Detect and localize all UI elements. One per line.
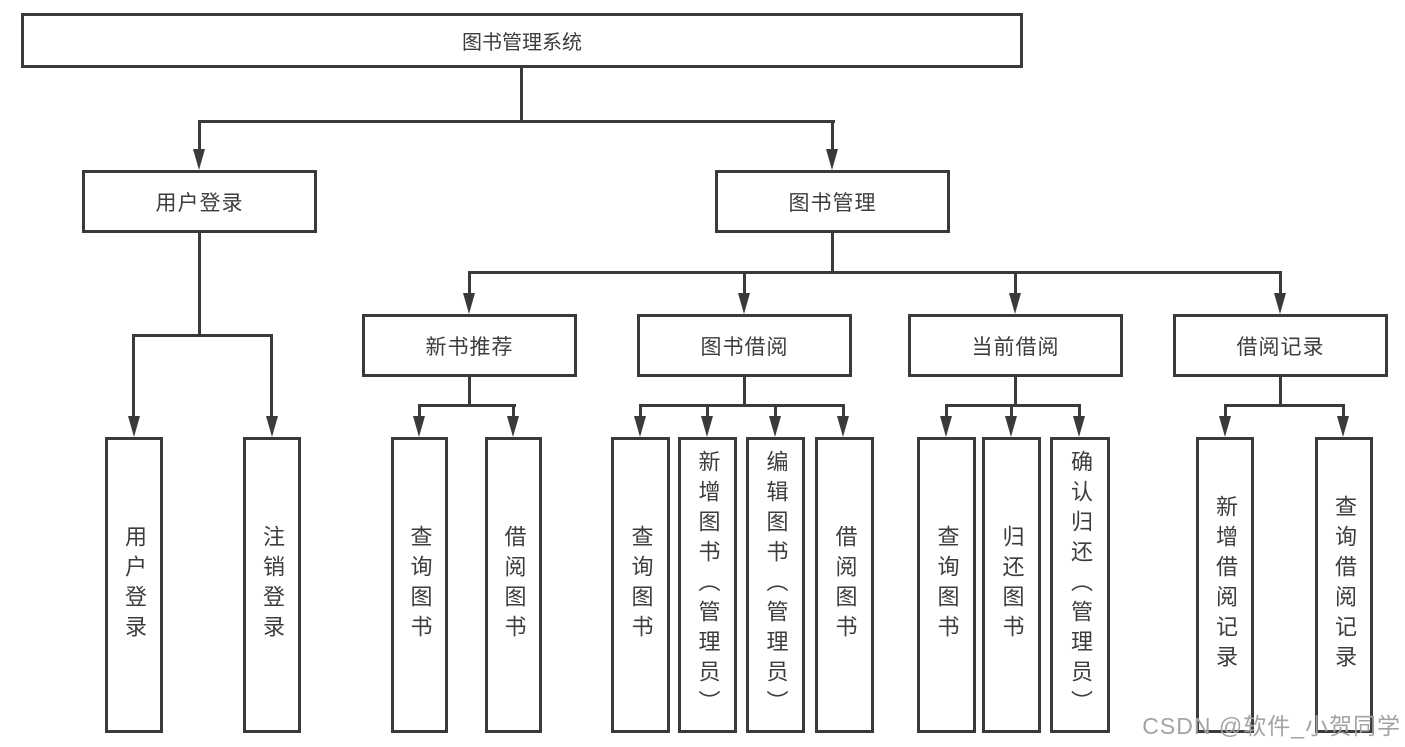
connector-line xyxy=(706,404,709,418)
arrow-down-icon xyxy=(634,416,646,437)
node-user-login-label: 用户登录 xyxy=(155,191,244,215)
node-library-system: 图书管理系统 xyxy=(21,13,1023,68)
arrow-down-icon xyxy=(193,149,205,170)
node-book-management: 图书管理 xyxy=(715,170,950,233)
connector-line xyxy=(831,120,834,151)
node-current-borrow: 当前借阅 xyxy=(908,314,1123,377)
leaf-user-login-label: 用户登录 xyxy=(122,525,147,645)
node-current-borrow-label: 当前借阅 xyxy=(971,335,1060,359)
leaf-query-borrow-record: 查询借阅记录 xyxy=(1315,437,1373,733)
arrow-down-icon xyxy=(769,416,781,437)
arrow-down-icon xyxy=(1337,416,1349,437)
connector-line xyxy=(198,120,201,151)
connector-line xyxy=(198,120,835,123)
arrow-down-icon xyxy=(701,416,713,437)
connector-line xyxy=(1224,404,1344,407)
arrow-down-icon xyxy=(1005,416,1017,437)
leaf-confirm-return-admin-label: 确认归还（管理员） xyxy=(1068,450,1093,720)
connector-line xyxy=(1010,404,1013,418)
arrow-down-icon xyxy=(837,416,849,437)
leaf-query-book-1-label: 查询图书 xyxy=(407,525,433,645)
node-book-borrow-label: 图书借阅 xyxy=(700,335,789,359)
connector-line xyxy=(1342,404,1345,418)
connector-line xyxy=(842,404,845,418)
leaf-return-book: 归还图书 xyxy=(982,437,1041,733)
leaf-logout-label: 注销登录 xyxy=(260,525,285,645)
arrow-down-icon xyxy=(463,293,475,314)
arrow-down-icon xyxy=(1219,416,1231,437)
arrow-down-icon xyxy=(128,416,140,437)
node-library-system-label: 图书管理系统 xyxy=(462,32,582,54)
connector-line xyxy=(1078,404,1081,418)
leaf-borrow-book-2-label: 借阅图书 xyxy=(832,525,858,645)
connector-line xyxy=(743,271,746,295)
arrow-down-icon xyxy=(507,416,519,437)
connector-line xyxy=(774,404,777,418)
connector-line xyxy=(639,404,642,418)
connector-line xyxy=(831,233,834,274)
arrow-down-icon xyxy=(1274,293,1286,314)
arrow-down-icon xyxy=(413,416,425,437)
leaf-borrow-book-1: 借阅图书 xyxy=(485,437,542,733)
connector-line xyxy=(198,233,201,337)
connector-line xyxy=(520,68,523,122)
leaf-query-borrow-record-label: 查询借阅记录 xyxy=(1332,495,1357,675)
leaf-edit-book-admin: 编辑图书（管理员） xyxy=(746,437,805,733)
leaf-logout: 注销登录 xyxy=(243,437,301,733)
node-new-book-recommend: 新书推荐 xyxy=(362,314,577,377)
connector-line xyxy=(418,404,421,418)
connector-line xyxy=(468,271,471,295)
node-book-management-label: 图书管理 xyxy=(788,191,877,215)
connector-line xyxy=(132,334,273,337)
connector-line xyxy=(512,404,515,418)
leaf-return-book-label: 归还图书 xyxy=(999,525,1025,645)
leaf-borrow-book-2: 借阅图书 xyxy=(815,437,874,733)
leaf-query-book-2: 查询图书 xyxy=(611,437,670,733)
connector-line xyxy=(945,404,1081,407)
arrow-down-icon xyxy=(1009,293,1021,314)
leaf-query-book-3-label: 查询图书 xyxy=(934,525,960,645)
connector-line xyxy=(1279,377,1282,407)
leaf-query-book-1: 查询图书 xyxy=(391,437,448,733)
connector-line xyxy=(1224,404,1227,418)
arrow-down-icon xyxy=(826,149,838,170)
connector-line xyxy=(132,334,135,416)
node-user-login: 用户登录 xyxy=(82,170,317,233)
arrow-down-icon xyxy=(1073,416,1085,437)
node-borrow-records-label: 借阅记录 xyxy=(1236,335,1325,359)
csdn-watermark: CSDN @软件_小贺同学 xyxy=(1142,713,1401,739)
arrow-down-icon xyxy=(940,416,952,437)
leaf-query-book-3: 查询图书 xyxy=(917,437,976,733)
connector-line xyxy=(945,404,948,418)
connector-line xyxy=(1014,377,1017,407)
leaf-add-borrow-record: 新增借阅记录 xyxy=(1196,437,1254,733)
connector-line xyxy=(639,404,845,407)
connector-line xyxy=(1014,271,1017,295)
connector-line xyxy=(468,377,471,407)
leaf-add-book-admin: 新增图书（管理员） xyxy=(678,437,737,733)
node-new-book-recommend-label: 新书推荐 xyxy=(425,335,514,359)
leaf-query-book-2-label: 查询图书 xyxy=(628,525,654,645)
arrow-down-icon xyxy=(738,293,750,314)
leaf-borrow-book-1-label: 借阅图书 xyxy=(501,525,527,645)
arrow-down-icon xyxy=(266,416,278,437)
connector-line xyxy=(743,377,746,407)
connector-line xyxy=(1279,271,1282,295)
connector-line xyxy=(468,271,1282,274)
node-borrow-records: 借阅记录 xyxy=(1173,314,1388,377)
leaf-add-book-admin-label: 新增图书（管理员） xyxy=(695,450,721,720)
leaf-add-borrow-record-label: 新增借阅记录 xyxy=(1213,495,1238,675)
connector-line xyxy=(418,404,516,407)
leaf-edit-book-admin-label: 编辑图书（管理员） xyxy=(763,450,789,720)
leaf-user-login: 用户登录 xyxy=(105,437,163,733)
leaf-confirm-return-admin: 确认归还（管理员） xyxy=(1050,437,1110,733)
node-book-borrow: 图书借阅 xyxy=(637,314,852,377)
connector-line xyxy=(270,334,273,416)
